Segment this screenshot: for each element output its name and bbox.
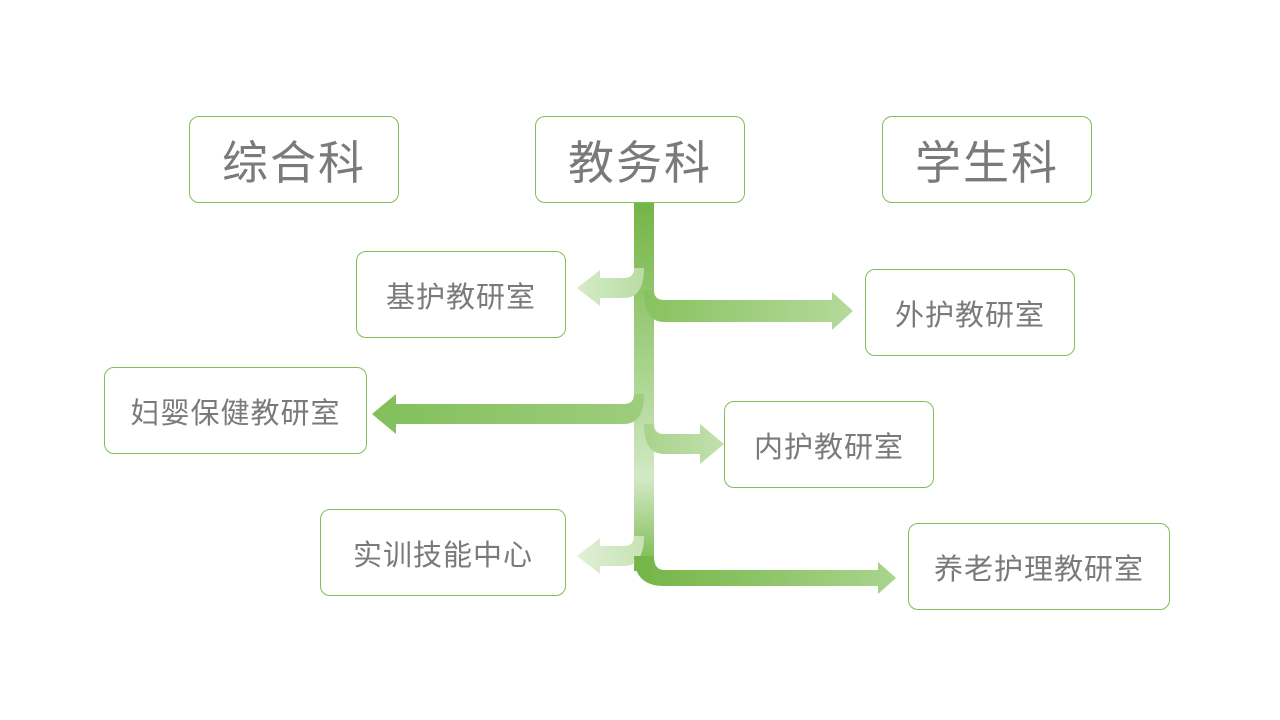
unit-yanglao-label: 养老护理教研室 [933,551,1144,586]
unit-waihu: 外护教研室 [865,269,1075,356]
trunk-line [634,203,654,571]
dept-zonghe-label: 综合科 [222,135,366,190]
unit-jihu: 基护教研室 [356,251,566,338]
unit-shixun: 实训技能中心 [320,509,566,596]
arrow-to-jihu [577,268,644,306]
arrow-to-yanglao [634,556,896,594]
arrow-to-shixun [577,536,644,574]
unit-jihu-label: 基护教研室 [385,279,536,314]
dept-xuesheng-label: 学生科 [915,135,1059,190]
dept-jiaowu: 教务科 [535,116,745,203]
unit-fuying-label: 妇婴保健教研室 [130,395,341,430]
unit-neihu-label: 内护教研室 [753,429,904,464]
unit-fuying: 妇婴保健教研室 [104,367,367,454]
arrow-to-waihu [644,290,853,330]
unit-waihu-label: 外护教研室 [894,297,1045,332]
unit-neihu: 内护教研室 [724,401,934,488]
arrow-to-neihu [644,424,724,464]
unit-shixun-label: 实训技能中心 [352,537,533,572]
arrow-to-fuying [372,394,644,434]
dept-jiaowu-label: 教务科 [568,135,712,190]
dept-xuesheng: 学生科 [882,116,1092,203]
dept-zonghe: 综合科 [189,116,399,203]
unit-yanglao: 养老护理教研室 [908,523,1170,610]
